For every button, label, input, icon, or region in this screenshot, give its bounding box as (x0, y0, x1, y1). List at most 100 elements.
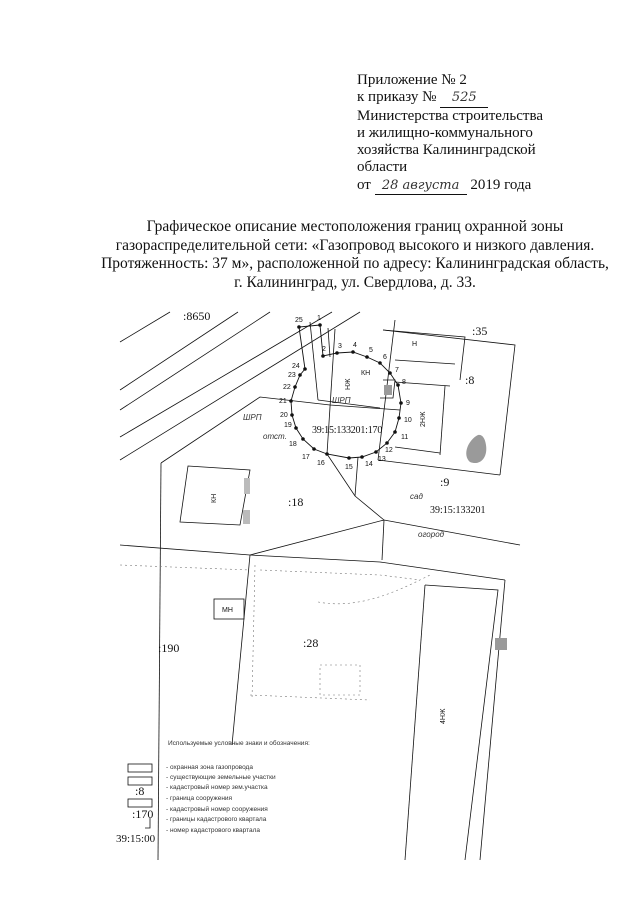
dotted-line (317, 574, 431, 605)
street-line (119, 311, 239, 391)
parcel-boundary (394, 446, 441, 454)
parcel-label: :28 (303, 636, 318, 650)
date-suffix: 2019 года (470, 176, 532, 193)
legend-item: - существующие земельные участки (166, 774, 276, 781)
building-label: Н (412, 341, 417, 348)
zone-vertex (318, 323, 322, 327)
land-use-label: сад (410, 492, 423, 501)
building-label: КН (361, 370, 370, 377)
parcel-boundary (382, 329, 466, 381)
shrp-label: ШРП (243, 413, 262, 422)
date-prefix: от (357, 176, 371, 193)
map-labels: :8650 :35 :8 :9 :18 :28 :190 39:15:13320… (158, 309, 487, 724)
building-label: 4НЖ (440, 708, 447, 724)
zone-vertex (378, 361, 382, 365)
legend-item: - охранная зона газопровода (166, 764, 253, 771)
gray-structure (495, 638, 507, 650)
dotted-line (249, 694, 371, 701)
zone-vertex-number: 11 (401, 434, 408, 441)
zone-vertex (397, 416, 401, 420)
dotted-line (119, 564, 251, 571)
zone-vertex-number: 2 (322, 346, 326, 353)
hatched-element (244, 478, 250, 494)
zone-vertex (297, 325, 301, 329)
parcel-boundary (479, 579, 506, 861)
legend-parcel-symbol (127, 776, 153, 786)
order-prefix: к приказу № (357, 89, 437, 106)
zone-vertex (294, 426, 298, 430)
zone-vertex (312, 447, 316, 451)
legend-sample-parcel: :8 (135, 784, 144, 798)
zone-vertex-number: 8 (402, 379, 406, 386)
street-line (119, 311, 333, 438)
zone-vertex (385, 441, 389, 445)
ministry-line: и жилищно-коммунального (357, 124, 533, 141)
zone-vertex (335, 351, 339, 355)
zone-vertex-number: 20 (280, 412, 288, 419)
ministry-line: Министерства строительства (357, 107, 544, 124)
street-line (119, 311, 361, 461)
parcel-boundary (231, 554, 251, 746)
zone-vertex-number: 9 (406, 400, 410, 407)
ministry-line: области (357, 159, 408, 176)
legend-item: - кадастровый номер зем.участка (166, 784, 268, 791)
zone-vertex-number: 6 (383, 354, 387, 361)
parcel-label: :18 (288, 495, 303, 509)
document-title: Графическое описание местоположения гран… (60, 218, 640, 292)
zone-vertex (374, 450, 378, 454)
zone-vertex (325, 452, 329, 456)
zone-vertex (289, 399, 293, 403)
zone-vertex-number: 19 (284, 422, 292, 429)
date-handwritten: 28 августа (374, 177, 467, 196)
zone-vertex-number: 22 (283, 384, 291, 391)
dotted-line (251, 564, 256, 701)
parcel-label: :9 (440, 475, 449, 489)
date-line: от 28 августа 2019 года (357, 176, 543, 196)
zone-vertex (360, 455, 364, 459)
legend-structure-symbol (127, 798, 153, 808)
zone-vertex-number: 17 (302, 454, 310, 461)
parcel-boundary (394, 381, 451, 387)
gray-structure (384, 385, 392, 395)
quarter-boundary (119, 544, 506, 581)
street-line (119, 311, 271, 411)
building-label: КН (211, 494, 218, 503)
zone-vertex (399, 401, 403, 405)
order-number-handwritten: 525 (440, 89, 489, 108)
dotted-line (319, 664, 361, 696)
zone-vertex (298, 373, 302, 377)
zone-vertex-number: 24 (292, 363, 300, 370)
zone-vertex (351, 350, 355, 354)
appendix-header: Приложение № 2 к приказу № 525 Министерс… (357, 72, 544, 196)
building-4nzh (404, 584, 426, 861)
zone-vertex-number: 4 (353, 342, 357, 349)
zone-vertex (303, 367, 307, 371)
zone-vertex (321, 354, 325, 358)
building-4nzh (424, 584, 499, 861)
legend-zone-symbol (127, 763, 153, 773)
ministry-line: хозяйства Калининградской (357, 142, 536, 159)
parcel-boundary (249, 519, 521, 556)
parcel-label: :8 (465, 373, 474, 387)
legend-item: - номер кадастрового квартала (166, 827, 261, 834)
pond-shape (466, 434, 487, 464)
order-line: к приказу № 525 (357, 89, 543, 108)
quarter-cadastral-number: 39:15:133201 (430, 505, 486, 516)
parcel-boundary (394, 359, 456, 365)
zone-vertex-number: 14 (365, 461, 373, 468)
zone-vertex (301, 437, 305, 441)
zone-vertex-number: 18 (289, 441, 297, 448)
parcel-boundary (160, 396, 401, 464)
zone-vertex (365, 355, 369, 359)
building-outline (380, 379, 396, 399)
hatched-element (243, 510, 250, 524)
zone-vertex-number: 10 (404, 417, 412, 424)
title-line: газораспределительной сети: «Газопровод … (115, 236, 595, 254)
parcel-label: :8650 (183, 309, 210, 323)
title-line: г. Калининград, ул. Свердлова, д. 33. (234, 273, 476, 291)
land-use-label: огород (418, 530, 445, 539)
structure-cadastral-number: 39:15:133201:170 (312, 425, 382, 436)
dotted-line (259, 569, 421, 581)
otst-label: отст. (263, 432, 287, 441)
appendix-line: Приложение № 2 (357, 72, 467, 88)
